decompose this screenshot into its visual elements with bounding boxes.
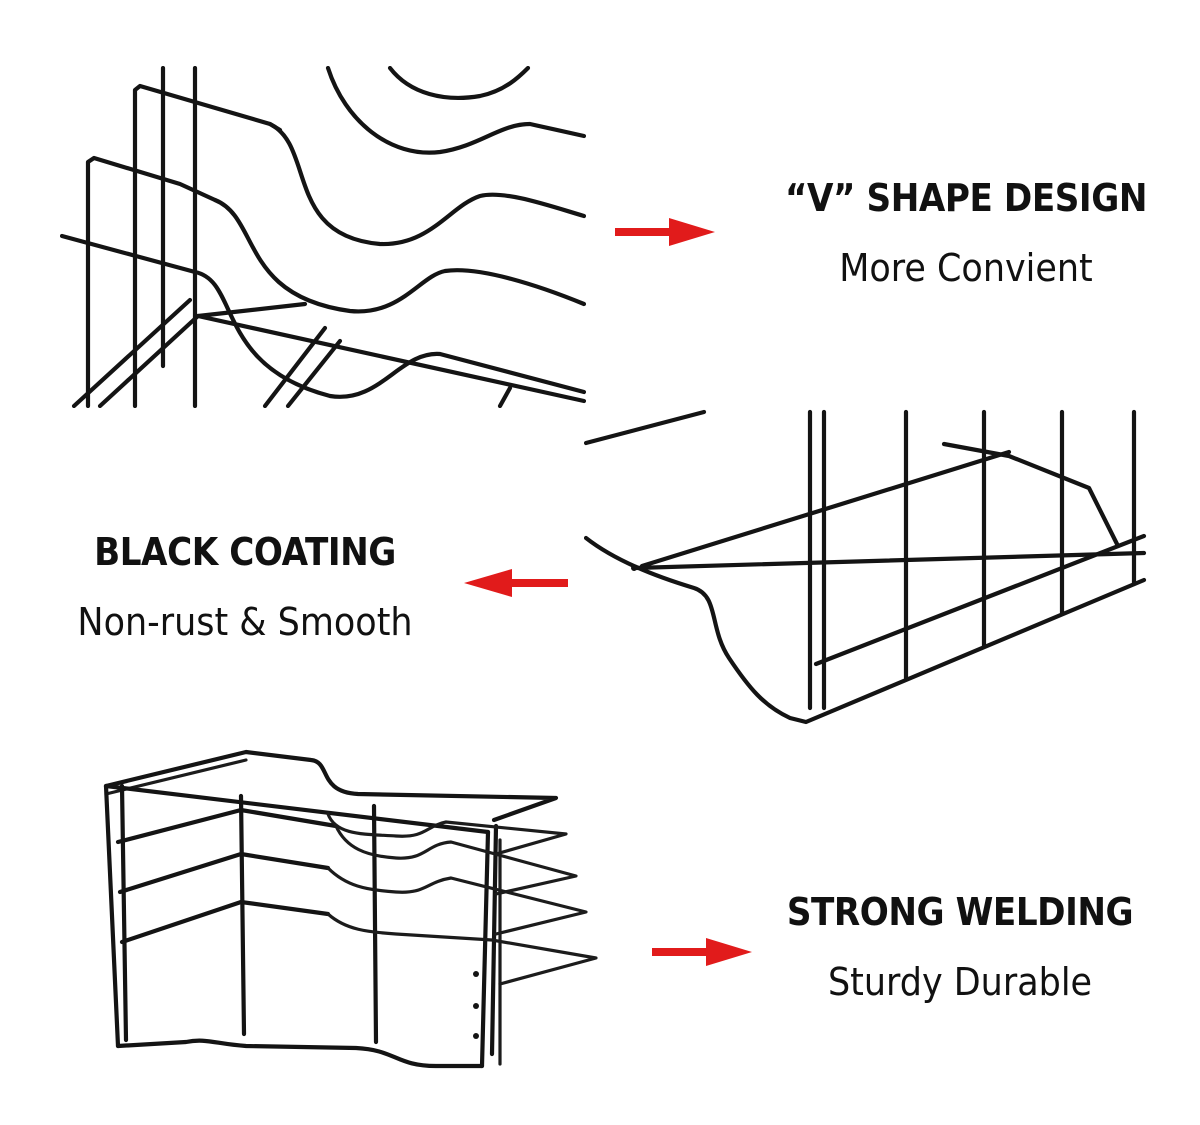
feature-strong-welding: STRONG WELDING Sturdy Durable xyxy=(730,890,1190,1005)
feature-subtitle: Sturdy Durable xyxy=(827,959,1093,1004)
rack-closeup-v-shape-image xyxy=(59,65,587,409)
full-rack-image xyxy=(103,749,598,1069)
feature-subtitle: More Convient xyxy=(839,245,1093,290)
feature-black-coating: BLACK COATING Non-rust & Smooth xyxy=(20,530,470,645)
feature-subtitle: Non-rust & Smooth xyxy=(77,599,413,644)
black-coating-photo xyxy=(583,408,1150,730)
red-arrow-right-icon xyxy=(652,938,752,966)
red-arrow-right-icon xyxy=(615,218,715,246)
feature-v-shape: “V” SHAPE DESIGN More Convient xyxy=(736,176,1196,291)
rack-base-closeup-image xyxy=(583,409,1147,725)
feature-title: BLACK COATING xyxy=(94,530,396,574)
red-arrow-left-icon xyxy=(464,569,568,597)
feature-title: STRONG WELDING xyxy=(786,890,1134,934)
v-shape-photo xyxy=(59,65,587,409)
feature-title: “V” SHAPE DESIGN xyxy=(785,176,1147,220)
strong-welding-photo xyxy=(96,744,606,1074)
